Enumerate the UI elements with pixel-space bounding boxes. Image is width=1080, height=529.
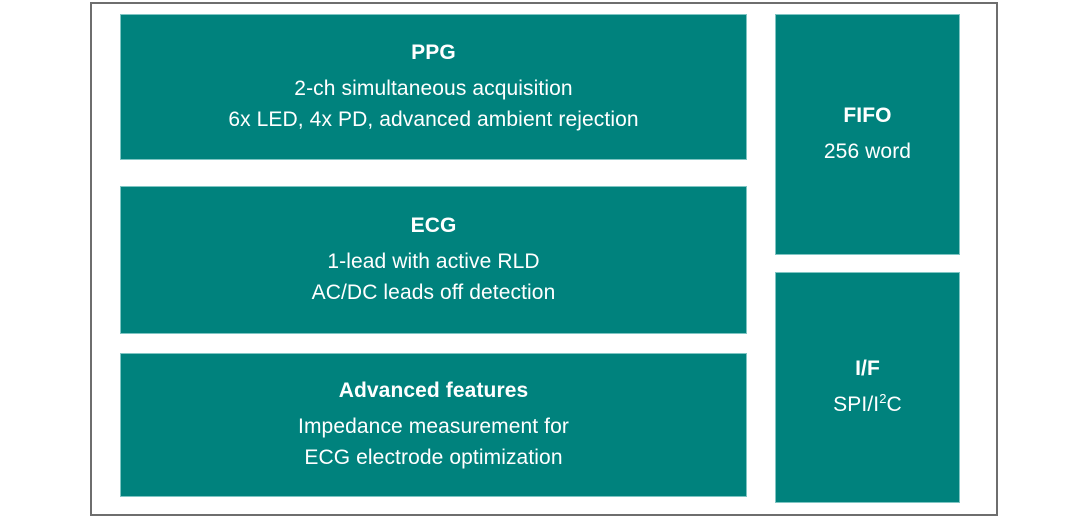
block-fifo-line-1: 256 word bbox=[823, 139, 912, 163]
block-fifo: FIFO 256 word bbox=[775, 14, 960, 255]
block-interface-title: I/F bbox=[855, 357, 880, 381]
block-advanced-features-line-1: Impedance measurement for bbox=[298, 414, 569, 438]
right-column: FIFO 256 word I/F SPI/I2C bbox=[775, 14, 960, 503]
block-ppg-title: PPG bbox=[411, 41, 456, 65]
block-advanced-features: Advanced features Impedance measurement … bbox=[120, 353, 747, 497]
block-interface: I/F SPI/I2C bbox=[775, 272, 960, 503]
block-ppg-line-1: 2-ch simultaneous acquisition bbox=[294, 76, 573, 100]
block-advanced-features-line-2: ECG electrode optimization bbox=[304, 445, 563, 469]
block-ppg: PPG 2-ch simultaneous acquisition 6x LED… bbox=[120, 14, 747, 160]
block-ecg-title: ECG bbox=[410, 214, 457, 238]
block-ecg: ECG 1-lead with active RLD AC/DC leads o… bbox=[120, 186, 747, 334]
block-fifo-title: FIFO bbox=[843, 104, 892, 128]
block-interface-line-1: SPI/I2C bbox=[833, 390, 902, 416]
block-ecg-line-1: 1-lead with active RLD bbox=[327, 249, 540, 273]
block-ecg-line-2: AC/DC leads off detection bbox=[311, 280, 556, 304]
block-ppg-line-2: 6x LED, 4x PD, advanced ambient rejectio… bbox=[228, 107, 639, 131]
diagram-frame: PPG 2-ch simultaneous acquisition 6x LED… bbox=[90, 2, 998, 516]
block-advanced-features-title: Advanced features bbox=[338, 379, 529, 403]
left-column: PPG 2-ch simultaneous acquisition 6x LED… bbox=[120, 14, 747, 497]
